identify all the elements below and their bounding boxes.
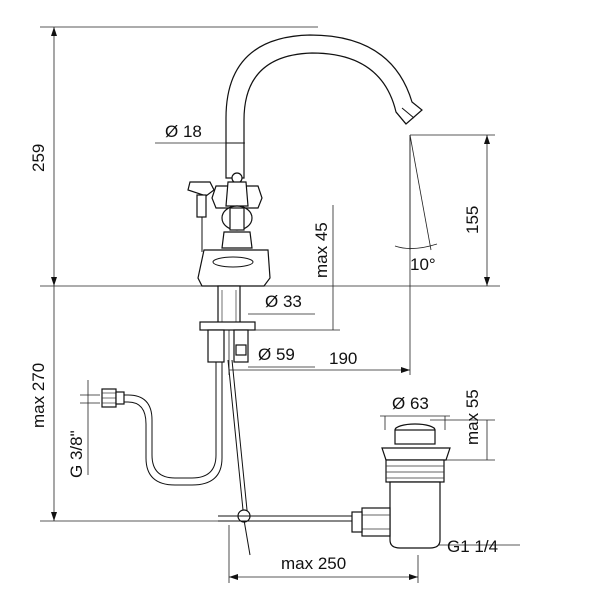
faucet-base xyxy=(197,249,271,287)
flexible-hose xyxy=(101,362,223,486)
label-waste-thread: G1 1/4 xyxy=(447,537,498,556)
faucet-spout xyxy=(225,34,423,179)
dimension-lines xyxy=(40,26,520,583)
dimension-labels: 259 Ø 18 max 45 155 10° Ø 33 Ø 59 190 ma… xyxy=(29,122,498,573)
label-spout-diameter: Ø 18 xyxy=(165,122,202,141)
label-rod-length: max 250 xyxy=(281,554,346,573)
label-base-diameter-inner: Ø 33 xyxy=(265,292,302,311)
label-connection: G 3/8" xyxy=(67,430,86,478)
label-spout-height: 155 xyxy=(463,206,482,234)
label-waste-plug-diameter: Ø 63 xyxy=(392,394,429,413)
label-spout-angle: 10° xyxy=(410,255,436,274)
label-total-height: 259 xyxy=(29,144,48,172)
label-below-deck: max 270 xyxy=(29,363,48,428)
pull-rod xyxy=(218,359,360,556)
label-spout-reach: 190 xyxy=(329,349,357,368)
mounting-shank xyxy=(199,285,256,363)
cross-handle xyxy=(211,172,263,249)
waste-plug xyxy=(351,423,451,549)
label-body-height: max 45 xyxy=(312,222,331,278)
label-plug-height: max 55 xyxy=(463,389,482,445)
label-base-diameter-outer: Ø 59 xyxy=(258,345,295,364)
pop-up-lever xyxy=(187,181,215,252)
